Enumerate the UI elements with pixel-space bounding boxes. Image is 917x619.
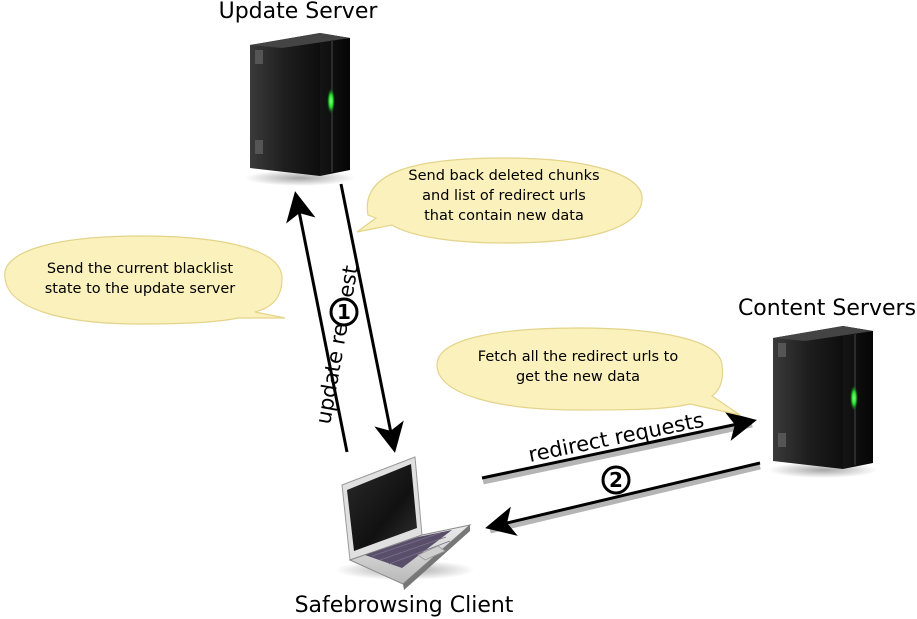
bubble-send-back-line-1: Send back deleted chunks — [408, 168, 599, 184]
safebrowsing-client: Safebrowsing Client — [295, 456, 514, 618]
redirect-requests-arrow — [481, 411, 757, 485]
update-request-label: update request — [311, 264, 363, 426]
bubble-send-state-line-2: state to the update server — [45, 281, 236, 297]
laptop-icon — [341, 456, 472, 590]
response-arrow — [339, 183, 404, 453]
bubble-fetch: Fetch all the redirect urls to get the n… — [436, 327, 741, 416]
bubble-send-back: Send back deleted chunks and list of red… — [356, 157, 643, 244]
bubble-fetch-line-1: Fetch all the redirect urls to — [478, 349, 679, 365]
bubble-fetch-line-2: get the new data — [516, 369, 640, 385]
step-1-marker: 1 — [329, 297, 359, 327]
update-server-label: Update Server — [219, 0, 379, 24]
client-label: Safebrowsing Client — [295, 593, 514, 618]
bubble-send-state-line-1: Send the current blacklist — [47, 261, 234, 277]
step-1-number: 1 — [337, 300, 351, 324]
step-2-marker: 2 — [601, 465, 631, 495]
bubble-send-state: Send the current blacklist state to the … — [4, 235, 286, 325]
content-response-arrow — [485, 461, 761, 536]
bubble-send-back-line-3: that contain new data — [424, 208, 584, 224]
content-servers: Content Servers — [738, 296, 916, 478]
bubble-send-back-line-2: and list of redirect urls — [422, 188, 586, 204]
server-icon — [773, 326, 873, 469]
update-server: Update Server — [219, 0, 379, 186]
content-servers-label: Content Servers — [738, 296, 916, 321]
update-request-arrow — [286, 191, 349, 453]
server-icon — [250, 33, 350, 176]
step-2-number: 2 — [609, 468, 623, 492]
